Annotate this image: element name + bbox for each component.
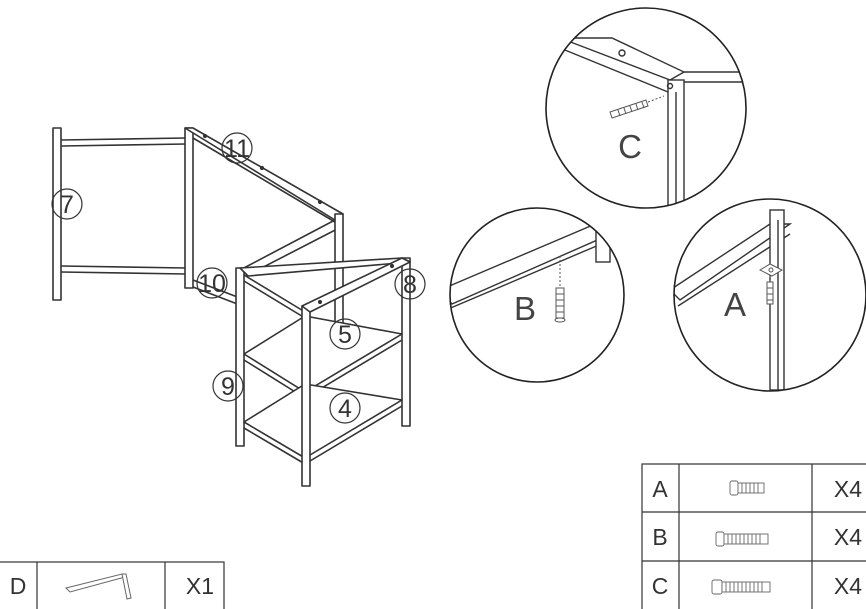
- callout-9: 9: [221, 373, 235, 401]
- detail-b: B: [449, 207, 625, 383]
- hardware-qty-a: X4: [834, 476, 862, 502]
- callout-8: 8: [403, 271, 417, 299]
- part-callouts: [51, 132, 426, 424]
- long-beam: [184, 127, 344, 223]
- allen-key-icon: [65, 573, 132, 600]
- rear-beam: [192, 279, 241, 306]
- detail-a-label: A: [724, 286, 746, 323]
- callout-11: 11: [224, 135, 250, 163]
- detail-a-bolt: [758, 263, 784, 305]
- detail-c-label: C: [618, 128, 642, 165]
- hardware-qty-c: X4: [834, 573, 862, 599]
- hardware-code-b: B: [652, 524, 667, 550]
- hardware-code-c: C: [652, 573, 669, 599]
- callout-5: 5: [338, 321, 352, 349]
- tool-table: [0, 561, 225, 609]
- tool-qty-d: X1: [186, 573, 214, 599]
- callout-4: 4: [338, 395, 352, 423]
- left-side-frame: [52, 127, 194, 301]
- detail-b-label: B: [514, 290, 536, 327]
- screw-b-icon: [715, 531, 769, 547]
- detail-a: A: [673, 198, 866, 392]
- detail-c-bolt: [609, 95, 665, 119]
- callout-7: 7: [60, 191, 74, 219]
- hardware-row-c: C X4: [652, 573, 863, 599]
- hardware-row-b: B X4: [652, 524, 862, 550]
- screw-c-icon: [711, 579, 771, 595]
- hardware-row-a: A X4: [652, 476, 862, 502]
- screw-a-icon: [729, 480, 765, 496]
- hardware-qty-b: X4: [834, 524, 862, 550]
- detail-c: C: [545, 7, 747, 209]
- detail-b-bolt: [554, 256, 566, 323]
- desk-frame: [52, 127, 411, 487]
- tool-code-d: D: [10, 573, 27, 599]
- callout-10: 10: [198, 270, 226, 298]
- hardware-code-a: A: [652, 476, 668, 502]
